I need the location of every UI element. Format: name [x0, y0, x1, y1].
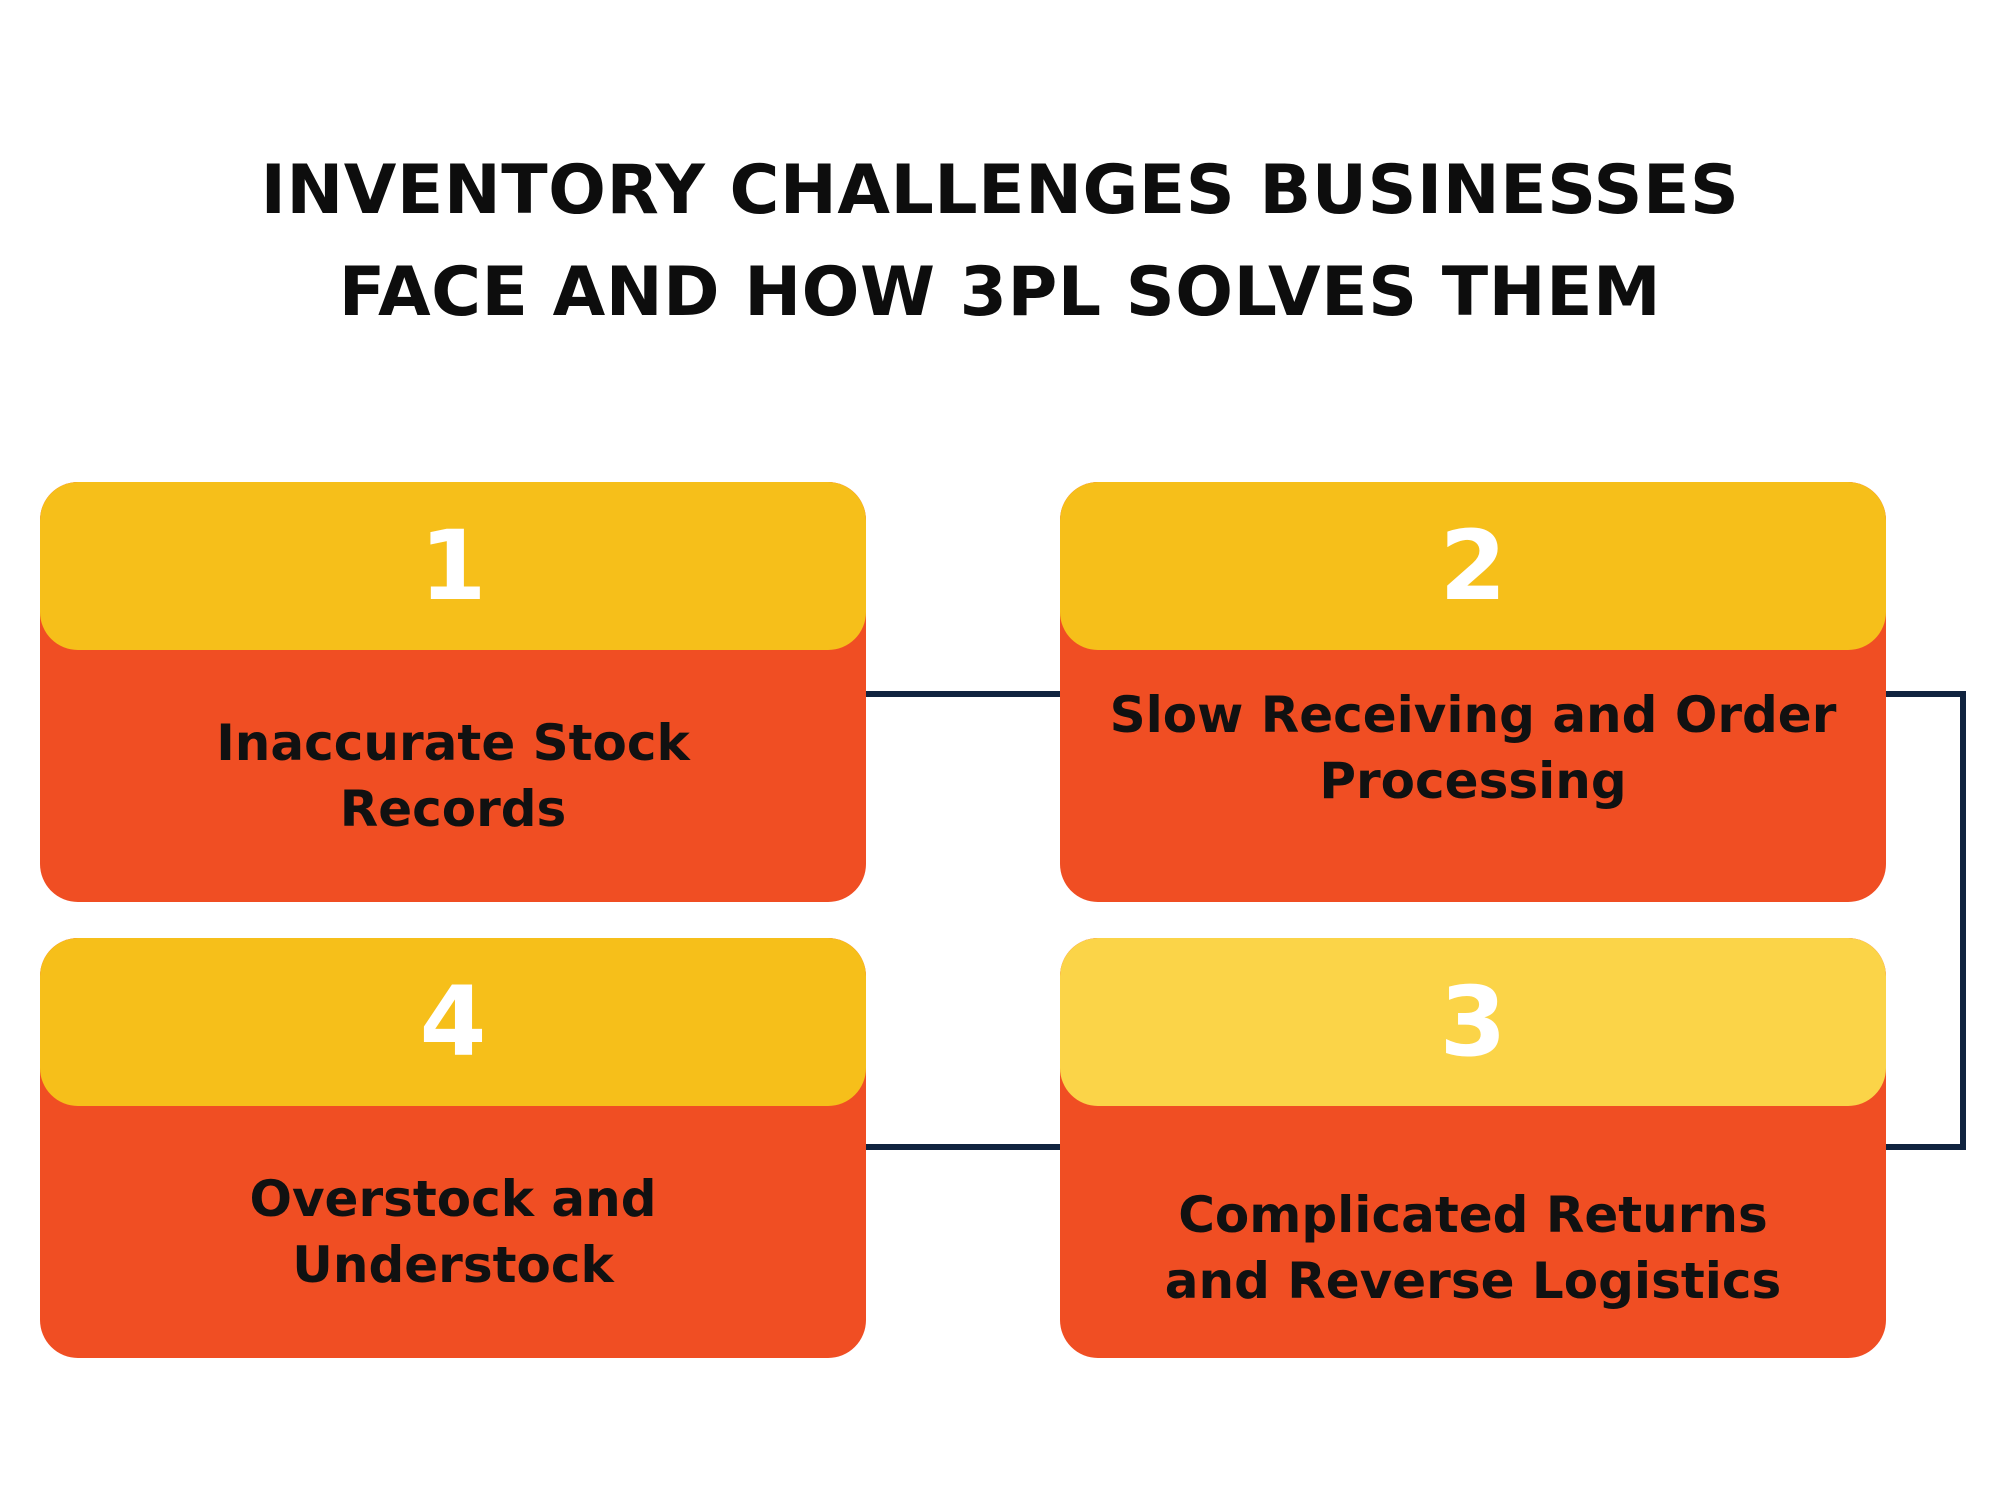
card-header-1: 1 [40, 482, 866, 650]
card-body-4: Overstock and Understock [80, 1106, 826, 1358]
card-header-4: 4 [40, 938, 866, 1106]
card-label-1: Inaccurate Stock Records [216, 714, 690, 838]
card-number-2: 2 [1439, 510, 1507, 622]
card-body-3: Complicated Returns and Reverse Logistic… [1100, 1106, 1846, 1358]
challenge-card-4: 4 Overstock and Understock [40, 938, 866, 1358]
page-title: INVENTORY CHALLENGES BUSINESSES FACE AND… [0, 140, 2000, 344]
card-body-1: Inaccurate Stock Records [80, 650, 826, 902]
title-line-1: INVENTORY CHALLENGES BUSINESSES [260, 151, 1740, 230]
challenge-card-1: 1 Inaccurate Stock Records [40, 482, 866, 902]
card-header-3: 3 [1060, 938, 1886, 1106]
title-line-2: FACE AND HOW 3PL SOLVES THEM [338, 253, 1662, 332]
card-label-2: Slow Receiving and Order Processing [1109, 686, 1837, 810]
card-label-4: Overstock and Understock [249, 1170, 657, 1294]
card-body-2: Slow Receiving and Order Processing [1100, 650, 1846, 902]
card-number-3: 3 [1439, 966, 1507, 1078]
challenge-card-3: 3 Complicated Returns and Reverse Logist… [1060, 938, 1886, 1358]
card-number-1: 1 [419, 510, 487, 622]
card-header-2: 2 [1060, 482, 1886, 650]
card-number-4: 4 [419, 966, 487, 1078]
challenge-card-2: 2 Slow Receiving and Order Processing [1060, 482, 1886, 902]
card-label-3: Complicated Returns and Reverse Logistic… [1164, 1186, 1782, 1310]
connector-2-3 [1886, 691, 1966, 1150]
